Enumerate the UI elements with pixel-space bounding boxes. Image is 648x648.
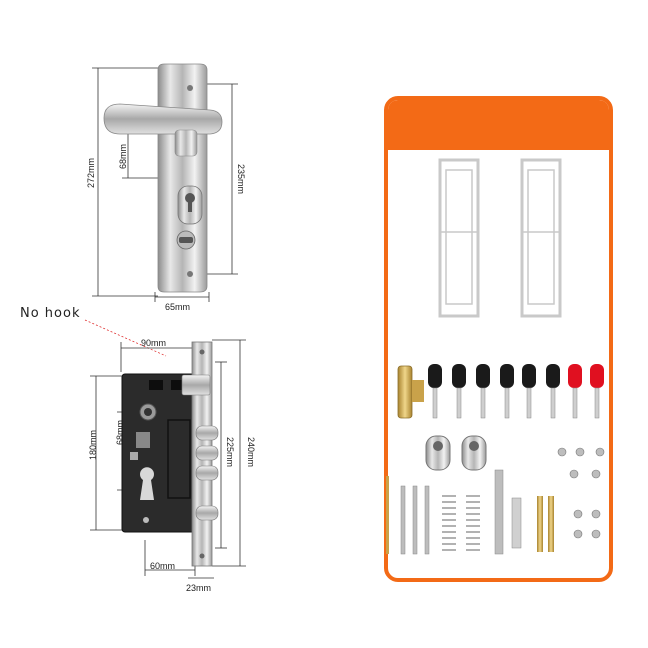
faceplate-width-label: 23mm [186, 583, 212, 593]
plate-width-label: 65mm [165, 302, 191, 312]
brass-cylinder [397, 365, 424, 419]
screw-spacing-label: 235mm [236, 164, 246, 195]
no-hook-callout: No hook [20, 306, 81, 321]
spindles [494, 469, 554, 555]
door-handle [103, 63, 223, 293]
small-screws [557, 447, 605, 539]
mortise-lock-body [121, 341, 219, 567]
body-width-label: 90mm [141, 338, 167, 348]
panel-header-bar [388, 100, 609, 150]
backset-label: 60mm [150, 561, 176, 571]
callout-line [84, 319, 167, 357]
strike-plates [438, 158, 562, 318]
handle-dimension-lines [92, 67, 238, 302]
cylinder-escutcheons [425, 435, 487, 471]
long-screws [386, 476, 430, 555]
faceplate-inner-label: 225mm [225, 437, 235, 468]
springs [442, 495, 480, 551]
faceplate-total-label: 240mm [246, 437, 256, 468]
keys [428, 364, 604, 419]
